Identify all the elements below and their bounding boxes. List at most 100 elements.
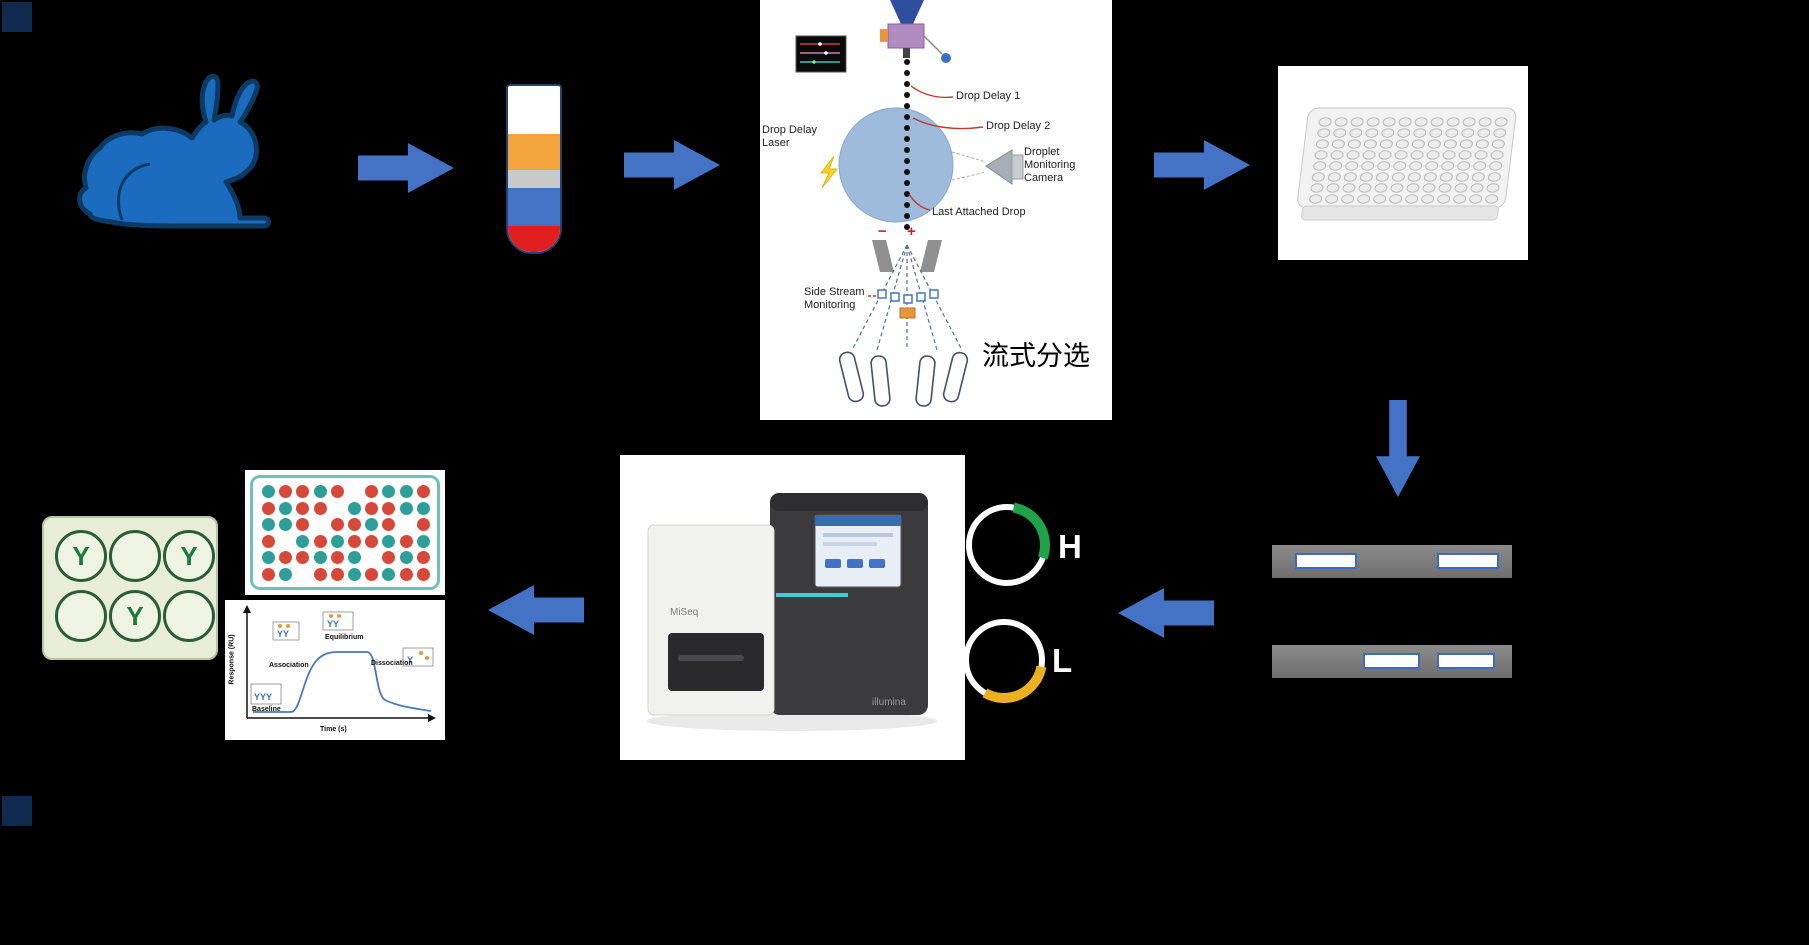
antibody-positive-mark: Y <box>72 541 90 571</box>
gel-strip-2 <box>1272 645 1512 678</box>
teal-dot <box>279 518 293 531</box>
rabbit-icon <box>77 73 271 229</box>
teal-dot <box>262 551 275 564</box>
red-dot <box>330 567 344 581</box>
well: Y <box>109 590 161 642</box>
well <box>109 530 161 582</box>
arrow-plate-to-gel <box>1376 400 1420 497</box>
teal-dot <box>262 518 275 531</box>
red-dot <box>365 485 379 498</box>
teal-dot <box>348 567 361 581</box>
well <box>55 590 107 642</box>
arrow-gel-to-sequencer <box>1118 588 1214 638</box>
teal-dot <box>279 501 293 515</box>
spr-dissociation-label: Dissociation <box>371 660 413 667</box>
spr-graph: YYY YY YY Y <box>243 605 436 722</box>
label-drop-delay-laser: Drop Delay Laser <box>762 124 818 149</box>
light-chain-gene-arc <box>982 665 1047 703</box>
arrow-sorter-to-plate <box>1154 140 1250 190</box>
spr-equilibrium-label: Equilibrium <box>325 634 364 641</box>
red-dot <box>416 518 430 531</box>
red-dot <box>365 567 379 581</box>
red-dot <box>382 551 396 564</box>
tube-blue-layer <box>508 188 560 226</box>
red-dot <box>262 567 275 581</box>
well <box>163 590 215 642</box>
status-light <box>776 593 848 597</box>
blood-tube-image <box>506 84 562 254</box>
svg-text:YY: YY <box>327 619 339 629</box>
red-dot <box>296 485 310 498</box>
spr-curve <box>253 651 432 713</box>
label-droplet-monitoring-camera: Droplet Monitoring Camera <box>1024 146 1076 184</box>
dot-blot-plate <box>250 475 440 590</box>
spr-sensorgram-panel: YYY YY YY Y Response (RU) Time (s) Basel… <box>225 600 445 740</box>
decoration-square-top <box>2 2 32 32</box>
teal-dot <box>416 501 430 515</box>
spr-baseline-label: Baseline <box>252 706 281 713</box>
red-dot <box>313 567 327 581</box>
teal-dot <box>348 551 361 564</box>
teal-dot <box>382 567 396 581</box>
red-dot <box>330 485 344 498</box>
teal-dot <box>313 551 327 564</box>
red-dot <box>262 501 275 515</box>
sequencer-brand-label: illumina <box>872 697 906 708</box>
teal-dot <box>416 534 430 548</box>
flow-sorter-panel: − + <box>760 0 1112 420</box>
dot-blot-panel <box>245 470 445 595</box>
arrow-sequencer-to-assays <box>488 585 584 635</box>
svg-text:YY: YY <box>277 629 289 639</box>
light-chain-plasmid <box>958 614 1050 706</box>
red-dot <box>348 534 361 548</box>
red-dot <box>262 534 275 548</box>
tube-orange-layer <box>508 134 560 170</box>
sequencer-panel: MiSeq illumina <box>620 455 965 760</box>
svg-text:YYY: YYY <box>254 692 272 702</box>
sequencer-image: MiSeq illumina <box>647 493 937 731</box>
teal-dot <box>399 551 413 564</box>
light-chain-label: L <box>1052 642 1073 679</box>
teal-dot <box>399 485 413 498</box>
arrow-tube-to-sorter <box>624 140 720 190</box>
gel-strip-1 <box>1272 545 1512 578</box>
96-well-plate-image <box>1297 107 1517 221</box>
red-dot <box>365 534 379 548</box>
red-dot <box>399 534 413 548</box>
well: Y <box>163 530 215 582</box>
red-dot <box>399 567 413 581</box>
red-dot <box>279 551 293 564</box>
red-dot <box>330 551 344 564</box>
teal-dot <box>348 501 361 515</box>
red-dot <box>382 501 396 515</box>
decoration-square-bottom <box>2 796 32 826</box>
well: Y <box>55 530 107 582</box>
svg-text:Y: Y <box>407 655 413 665</box>
arrow-rabbit-to-tube <box>358 143 454 193</box>
antibody-positive-mark: Y <box>126 601 144 631</box>
spr-ylabel: Response (RU) <box>228 634 236 685</box>
sequencer-model-label: MiSeq <box>670 607 698 618</box>
red-dot <box>313 501 327 515</box>
teal-dot <box>399 501 413 515</box>
tube-buffy-layer <box>508 170 560 188</box>
dot-blot-dots <box>245 470 445 595</box>
red-dot <box>416 551 430 564</box>
96-well-plate-panel <box>1278 66 1528 260</box>
heavy-chain-label: H <box>1058 528 1082 565</box>
label-last-attached-drop: Last Attached Drop <box>932 206 1026 218</box>
gel-band <box>1295 553 1357 569</box>
teal-dot <box>382 534 396 548</box>
tube-red-layer <box>508 226 560 252</box>
label-drop-delay-1: Drop Delay 1 <box>956 90 1021 102</box>
teal-dot <box>330 534 344 548</box>
flow-sorting-caption: 流式分选 <box>982 341 1090 371</box>
red-dot <box>330 518 344 531</box>
charge-minus: − <box>878 223 887 240</box>
rabbit-image <box>68 72 286 240</box>
heavy-chain-gene-arc <box>1012 502 1050 560</box>
red-dot <box>296 501 310 515</box>
red-dot <box>279 485 293 498</box>
